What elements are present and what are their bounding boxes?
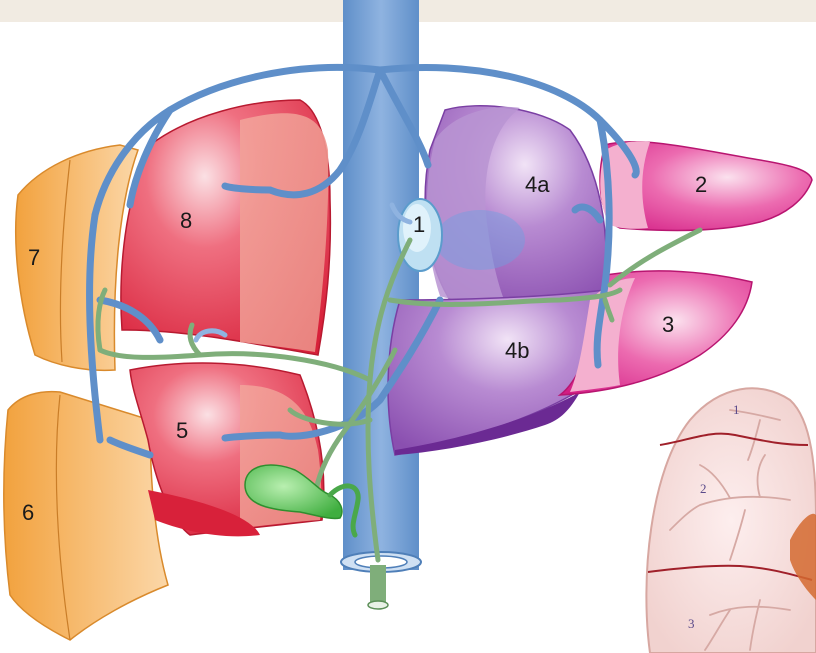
segment-6: 6 (4, 392, 168, 640)
label-segment-4b: 4b (505, 338, 529, 363)
label-segment-7: 7 (28, 245, 40, 270)
segment-1: 1 (398, 199, 442, 271)
label-segment-6: 6 (22, 500, 34, 525)
label-segment-1: 1 (413, 212, 425, 237)
inset-label-2: 2 (700, 481, 707, 496)
inset-label-3: 3 (688, 616, 695, 631)
segment-4b: 4b (388, 290, 605, 455)
segment-7: 7 (16, 145, 138, 370)
inset-cut-section: 1 2 3 (646, 388, 816, 653)
inset-label-1: 1 (733, 402, 740, 417)
label-segment-2: 2 (695, 172, 707, 197)
label-segment-3: 3 (662, 312, 674, 337)
label-segment-8: 8 (180, 208, 192, 233)
label-segment-5: 5 (176, 418, 188, 443)
label-segment-4a: 4a (525, 172, 550, 197)
